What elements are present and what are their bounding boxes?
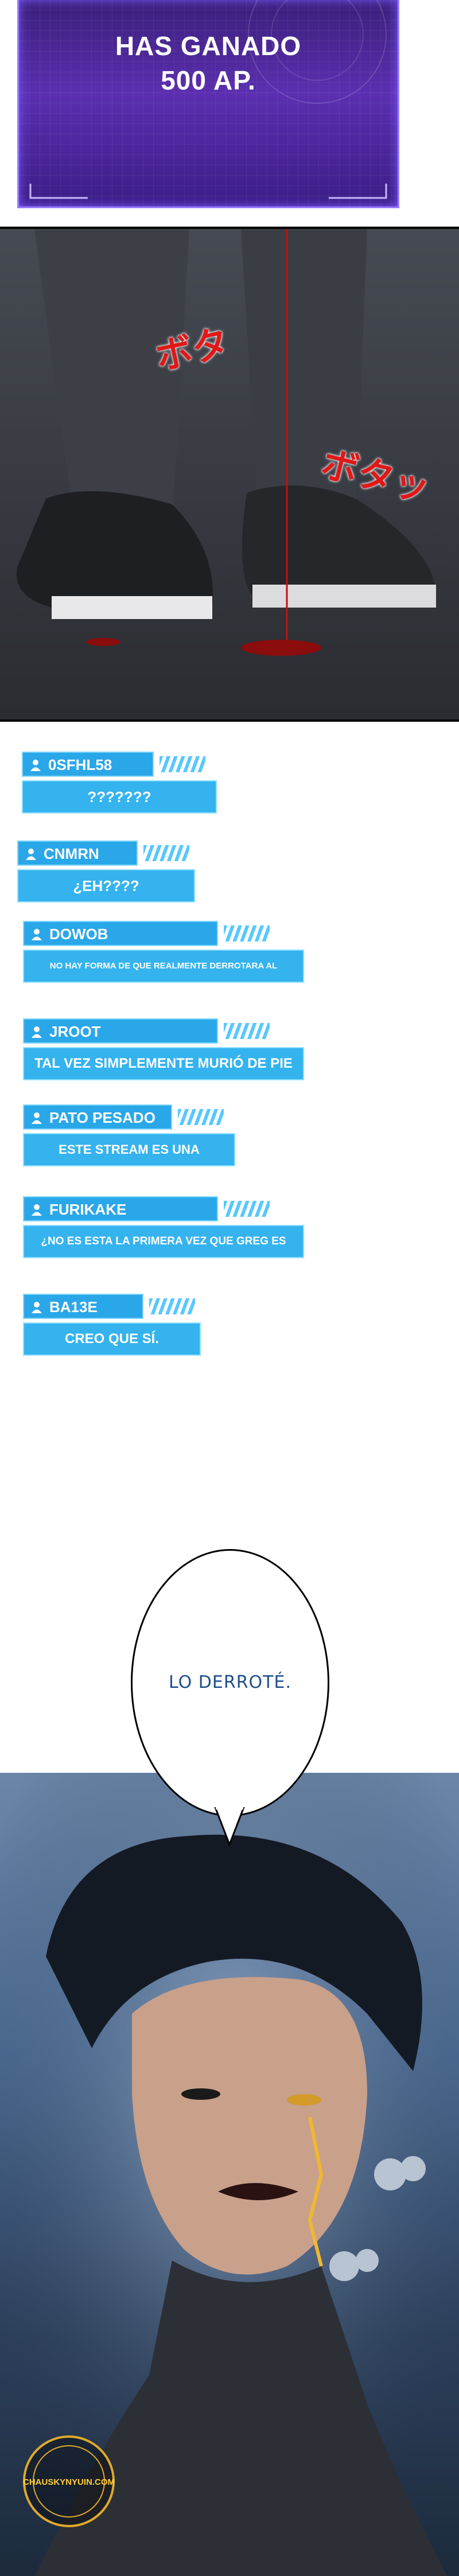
user-icon (32, 1112, 42, 1124)
user-icon (26, 849, 36, 860)
chat-header-stripes (149, 1298, 195, 1314)
chat-username-bar: CNMRN (17, 840, 138, 866)
chat-message: FURIKAKE ¿NO ES ESTA LA PRIMERA VEZ QUE … (23, 1196, 304, 1278)
chat-username: JROOT (49, 1023, 101, 1040)
chat-username-bar: BA13E (23, 1294, 143, 1319)
chat-text: CREO QUE SÍ. (23, 1322, 201, 1356)
user-icon (32, 1026, 42, 1038)
chat-header-stripes (224, 925, 270, 941)
character-artwork (0, 1773, 459, 2576)
user-icon (30, 760, 41, 771)
chat-header-stripes (224, 1023, 270, 1039)
chat-message: PATO PESADO ESTE STREAM ES UNA LOCURAAA (23, 1104, 235, 1188)
chat-message: CNMRN ¿EH???? (17, 840, 195, 909)
feet-illustration-panel: ボタ ボタッ (0, 227, 459, 722)
chat-username: PATO PESADO (49, 1109, 155, 1126)
chat-text: ??????? (22, 780, 217, 814)
system-title-line2: 500 AP. (161, 65, 256, 95)
chat-username: DOWOB (49, 925, 108, 943)
chat-username: CNMRN (44, 845, 99, 862)
chat-username-bar: PATO PESADO (23, 1104, 172, 1130)
chat-text: NO HAY FORMA DE QUE REALMENTE DERROTARA … (23, 950, 304, 1002)
chat-header-stripes (160, 756, 205, 772)
chat-username: BA13E (49, 1298, 98, 1316)
chat-message: 0SFHL58 ??????? (22, 752, 217, 820)
character-illustration-panel (0, 1773, 459, 2576)
system-message: HAS GANADO 500 AP. (19, 29, 398, 98)
feet-artwork (0, 229, 459, 719)
chat-header-stripes (178, 1109, 224, 1125)
chat-text: TAL VEZ SIMPLEMENTE MURIÓ DE PIE (23, 1047, 304, 1080)
speech-text: LO DERROTÉ. (169, 1672, 291, 1692)
system-title-line1: HAS GANADO (115, 31, 302, 61)
chat-username: FURIKAKE (49, 1201, 127, 1218)
speech-bubble: LO DERROTÉ. (131, 1549, 329, 1816)
chat-message: DOWOB NO HAY FORMA DE QUE REALMENTE DERR… (23, 921, 304, 1002)
chat-username-bar: DOWOB (23, 921, 218, 946)
chat-username: 0SFHL58 (48, 756, 112, 773)
chat-username-bar: 0SFHL58 (22, 752, 154, 777)
chat-text: ESTE STREAM ES UNA LOCURAAA (23, 1133, 235, 1188)
user-icon (32, 929, 42, 940)
chat-text: ¿EH???? (17, 869, 195, 902)
watermark-text: CHAUSKYNYUIN.COM (22, 2477, 115, 2487)
chat-username-bar: JROOT (23, 1018, 218, 1044)
chat-message: BA13E CREO QUE SÍ. (23, 1294, 201, 1363)
chat-text: ¿NO ES ESTA LA PRIMERA VEZ QUE GREG ES D… (23, 1225, 304, 1278)
chat-username-bar: FURIKAKE (23, 1196, 218, 1221)
panel-frame-decoration (29, 0, 387, 199)
chat-header-stripes (143, 845, 189, 861)
speech-bubble-tail (214, 1807, 245, 1847)
watermark-emblem-icon (23, 2435, 115, 2527)
site-watermark: CHAUSKYNYUIN.COM (20, 2433, 118, 2530)
user-icon (32, 1302, 42, 1313)
chat-header-stripes (224, 1201, 270, 1217)
chat-message: JROOT TAL VEZ SIMPLEMENTE MURIÓ DE PIE (23, 1018, 304, 1087)
system-notification-panel: HAS GANADO 500 AP. (17, 0, 399, 208)
user-icon (32, 1204, 42, 1216)
